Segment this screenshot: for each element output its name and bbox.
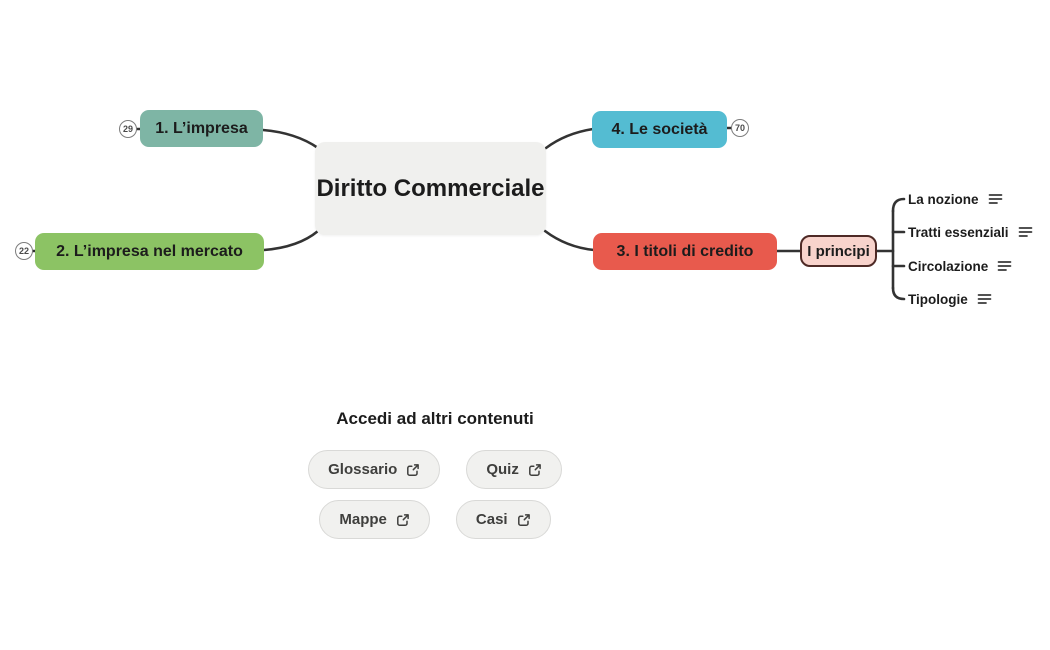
leaf-circolazione[interactable]: Circolazione <box>908 256 1012 276</box>
button-label: Casi <box>475 511 508 528</box>
quiz-button[interactable]: Quiz <box>466 450 562 489</box>
node-le-societa[interactable]: 4. Le società <box>592 111 727 148</box>
leaf-la-nozione[interactable]: La nozione <box>908 189 1003 209</box>
node-impresa-nel-mercato[interactable]: 2. L’impresa nel mercato <box>35 233 264 270</box>
leaf-label: Tratti essenziali <box>908 224 1009 240</box>
footer-button-row-1: Glossario Quiz <box>270 450 600 489</box>
notes-icon[interactable] <box>997 260 1012 272</box>
external-link-icon <box>396 513 410 527</box>
mappe-button[interactable]: Mappe <box>319 500 430 539</box>
leaf-tipologie[interactable]: Tipologie <box>908 289 992 309</box>
leaf-tratti-essenziali[interactable]: Tratti essenziali <box>908 222 1033 242</box>
connector-central-mercato <box>262 229 320 252</box>
leaf-label: La nozione <box>908 191 979 207</box>
external-link-icon <box>517 513 531 527</box>
notes-icon[interactable] <box>977 293 992 305</box>
casi-button[interactable]: Casi <box>455 500 551 539</box>
badge-societa-count[interactable]: 70 <box>731 119 749 137</box>
button-label: Quiz <box>486 461 519 478</box>
button-label: Glossario <box>328 461 398 478</box>
badge-impresa-count[interactable]: 29 <box>119 120 137 138</box>
notes-icon[interactable] <box>988 193 1003 205</box>
leaf-label: Circolazione <box>908 258 989 274</box>
badge-mercato-count[interactable]: 22 <box>15 242 33 260</box>
external-link-icon <box>406 463 420 477</box>
connector-central-titoli <box>543 229 596 252</box>
connector-leaf-tipologie <box>891 286 906 301</box>
notes-icon[interactable] <box>1018 226 1033 238</box>
connector-central-impresa <box>261 128 320 150</box>
leaf-label: Tipologie <box>908 291 968 307</box>
node-titoli-di-credito[interactable]: 3. I titoli di credito <box>593 233 777 270</box>
button-label: Mappe <box>339 511 387 528</box>
footer-heading: Accedi ad altri contenuti <box>336 409 534 428</box>
node-i-principi[interactable]: I principi <box>800 235 877 267</box>
glossario-button[interactable]: Glossario <box>308 450 441 489</box>
external-link-icon <box>528 463 542 477</box>
node-impresa[interactable]: 1. L’impresa <box>140 110 263 147</box>
footer-button-row-2: Mappe Casi <box>270 500 600 539</box>
connector-central-societa <box>544 127 595 150</box>
central-topic-node[interactable]: Diritto Commerciale <box>315 142 546 235</box>
connector-leaf-nozione <box>891 197 906 213</box>
